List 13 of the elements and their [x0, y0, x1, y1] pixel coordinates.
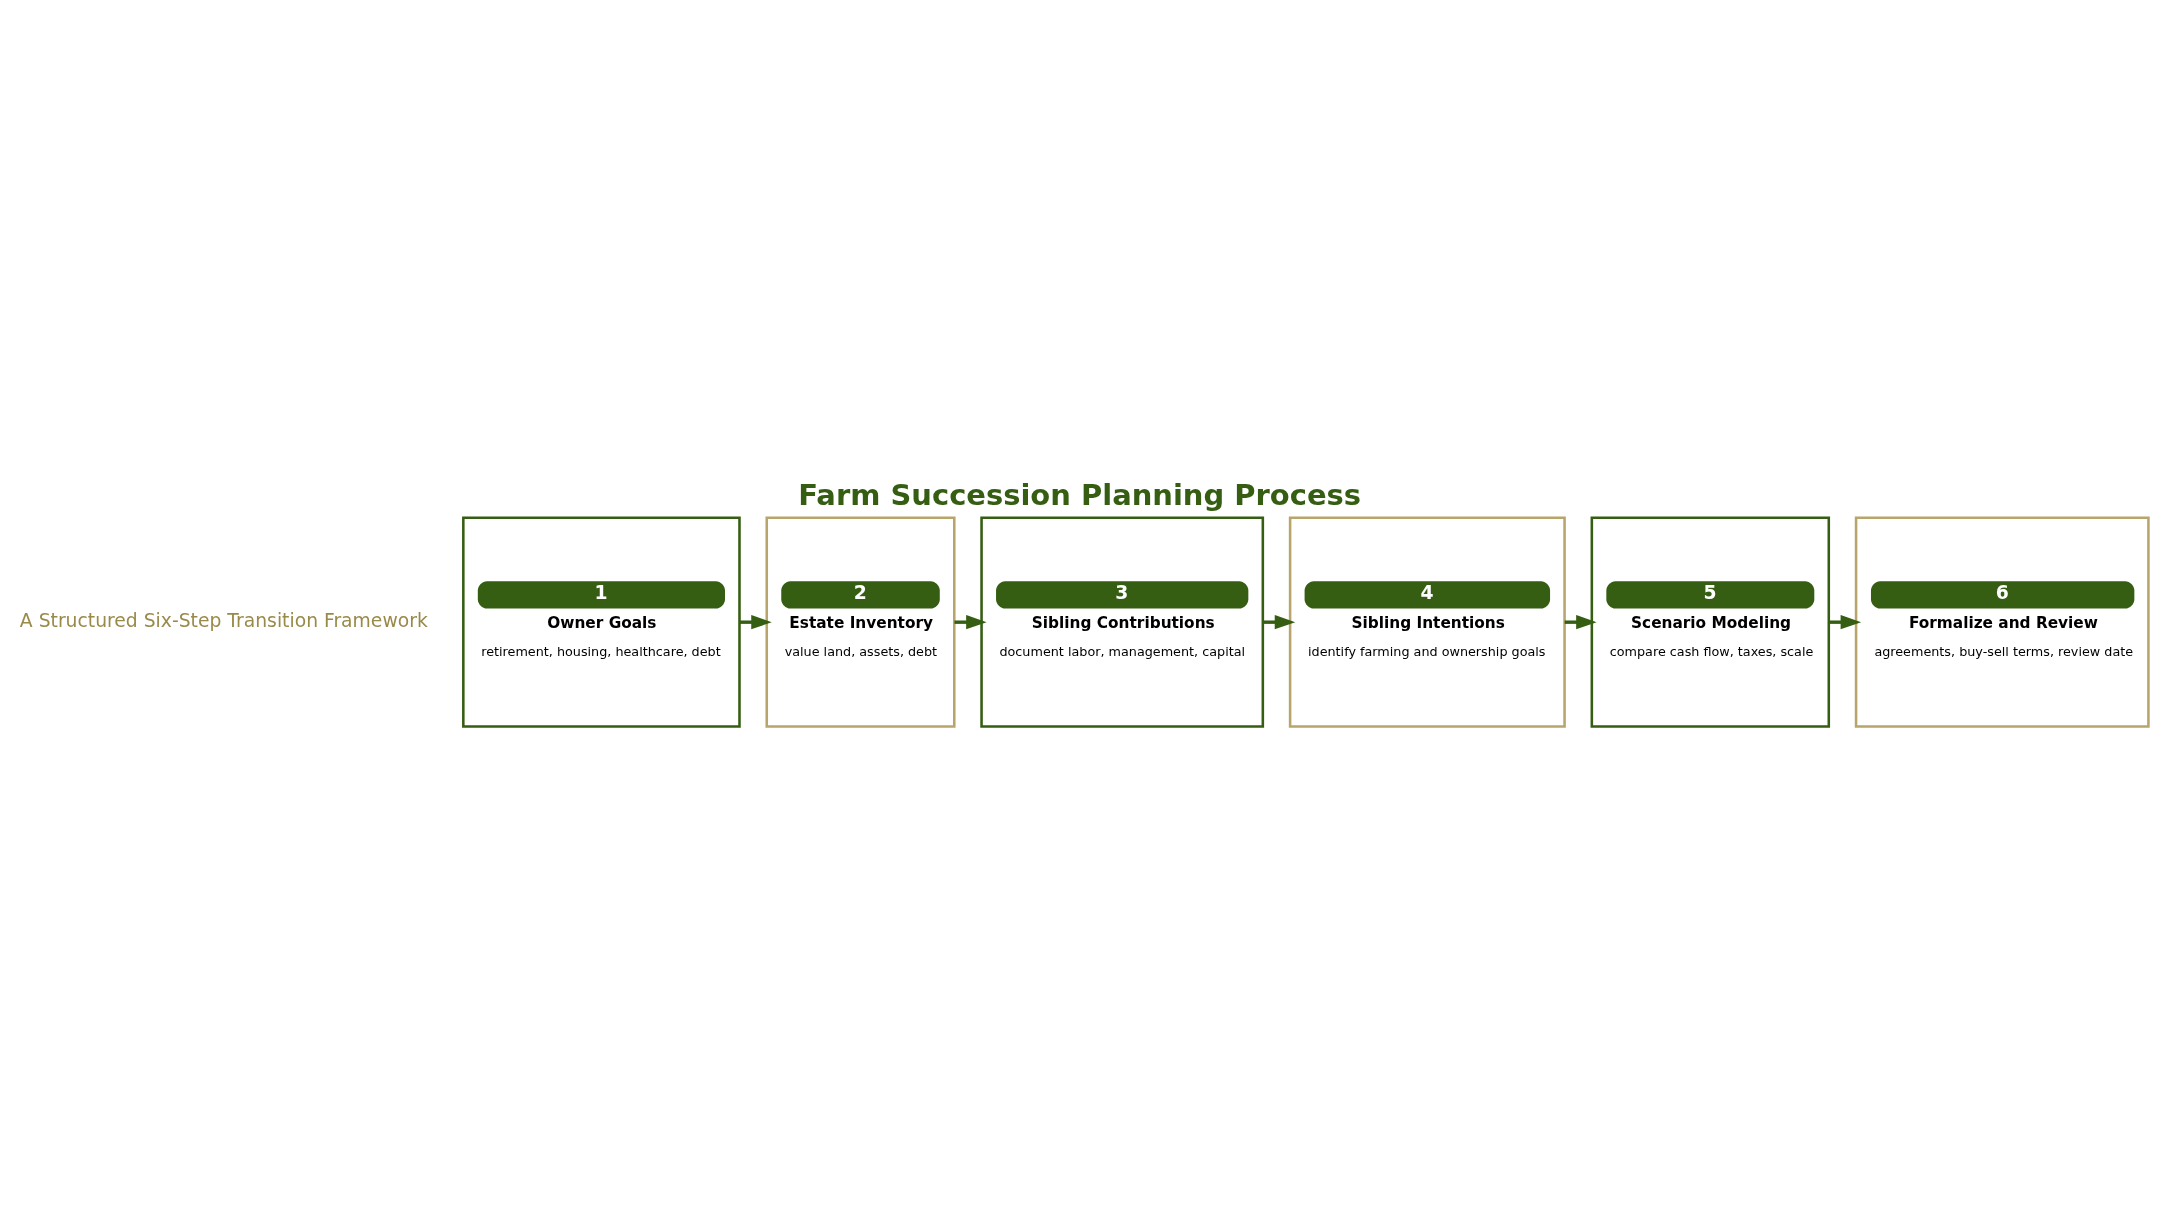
arrow	[1828, 615, 1862, 630]
node-box: 6 Formalize and Review agreements, buy-sell terms, review date	[1854, 516, 2150, 728]
diagram-title: Farm Succession Planning Process	[798, 478, 1362, 513]
label: A Structured Six-Step Transition Framework	[19, 609, 428, 631]
arrow	[1564, 615, 1597, 630]
node-box: 4 Sibling Intentions identify farming and ownership goals	[1288, 516, 1566, 728]
arrow	[739, 615, 772, 630]
node-box: 2 Estate Inventory value land, assets, debt	[765, 516, 956, 728]
arrow	[1263, 615, 1296, 630]
node-box: 5 Scenario Modeling compare cash flow, taxes, scale	[1590, 516, 1831, 728]
arrow	[954, 615, 987, 630]
node-box: 1 Owner Goals retirement, housing, healthcare, debt	[462, 516, 741, 728]
node-box: 3 Sibling Contributions document labor, management, capital	[980, 516, 1265, 728]
